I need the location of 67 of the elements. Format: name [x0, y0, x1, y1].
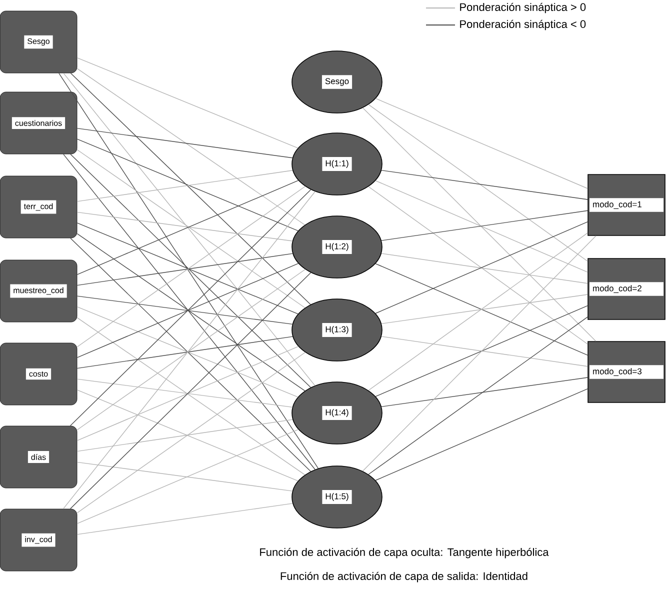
connection-line	[381, 170, 588, 200]
connection-line	[70, 154, 312, 388]
connection-line	[63, 72, 316, 386]
connection-line	[368, 186, 588, 344]
connection-line	[76, 429, 299, 524]
connection-line	[381, 336, 588, 367]
output-box: modo_cod=2	[588, 258, 666, 320]
connection-line	[368, 232, 588, 391]
connection-line	[76, 503, 293, 535]
input-box: Sesgo	[0, 10, 78, 74]
connection-line	[76, 296, 293, 325]
connection-line	[76, 68, 306, 226]
connection-line	[368, 104, 588, 262]
input-box: terr_cod	[0, 176, 78, 238]
connection-line	[76, 317, 306, 476]
connection-line	[70, 72, 311, 305]
caption-text: Función de activación de capa de salida: Identidad	[280, 572, 528, 582]
connection-line	[70, 238, 312, 472]
connection-line	[362, 107, 596, 342]
connection-line	[381, 294, 588, 324]
connection-line	[76, 346, 299, 441]
input-box: cuestionarios	[0, 92, 78, 154]
output-box: modo_cod=1	[588, 174, 666, 236]
connection-line	[76, 170, 293, 202]
connection-line	[76, 128, 293, 158]
connection-line	[58, 72, 319, 469]
connection-line	[362, 236, 596, 472]
connection-line	[375, 263, 588, 356]
input-box: muestreo_cod	[0, 260, 78, 322]
connection-line	[375, 221, 588, 314]
connection-line	[76, 419, 293, 452]
connection-line	[76, 233, 306, 392]
connection-line	[76, 336, 293, 369]
legend-text: Ponderación sináptica < 0	[460, 20, 586, 30]
connection-line	[76, 306, 298, 398]
connection-line	[70, 272, 312, 510]
connection-line	[76, 263, 299, 358]
connection-line	[63, 154, 316, 470]
connection-line	[375, 305, 588, 397]
connection-line	[76, 149, 306, 308]
connection-line	[375, 98, 588, 189]
input-box: inv_cod	[0, 508, 78, 572]
connection-line	[368, 316, 588, 475]
connection-line	[381, 377, 588, 408]
output-box: modo_cod=3	[588, 341, 666, 403]
connection-line	[76, 462, 293, 492]
legend-text: Ponderación sináptica > 0	[460, 2, 586, 14]
connection-line	[70, 189, 312, 426]
connection-line	[76, 253, 293, 286]
input-box: costo	[0, 342, 78, 406]
connection-line	[381, 253, 588, 284]
connection-line	[76, 352, 306, 514]
connection-line	[76, 186, 306, 348]
connection-line	[76, 269, 306, 430]
connection-line	[381, 210, 588, 241]
connection-line	[76, 222, 298, 314]
connection-line	[76, 57, 298, 148]
connection-line	[375, 180, 588, 273]
connection-line	[76, 378, 293, 408]
caption-text: Función de activación de capa oculta: Tangente hiperbólica	[260, 548, 549, 558]
connection-line	[76, 390, 298, 482]
connection-line	[375, 388, 588, 481]
connection-line	[62, 191, 316, 510]
connection-line	[76, 212, 293, 242]
input-box: días	[0, 426, 78, 488]
connection-line	[76, 138, 298, 232]
connection-line	[76, 180, 299, 275]
